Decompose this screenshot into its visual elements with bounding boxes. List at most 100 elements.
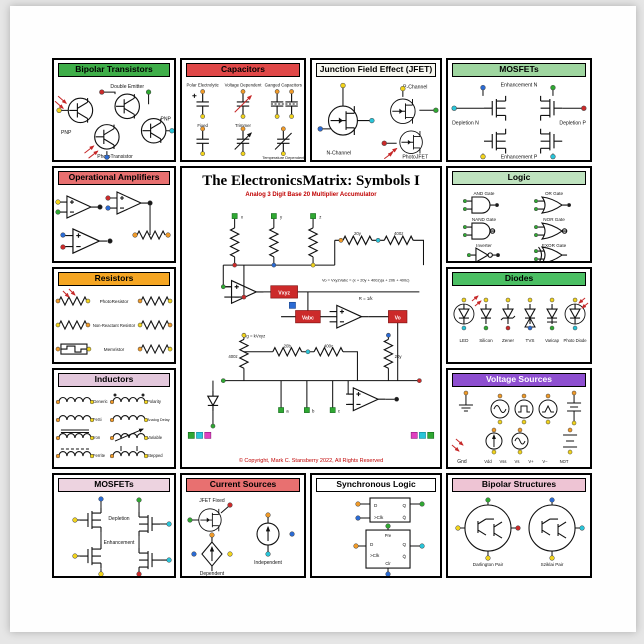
input-squares-abc: a b c	[278, 407, 341, 414]
vplus-label: V+	[528, 459, 534, 464]
nor-gate-label: NOR Gate	[543, 217, 565, 222]
photojfet-symbol	[399, 130, 423, 154]
current-sources-header: Current Sources	[186, 478, 300, 492]
wires	[459, 501, 581, 556]
rg-equation: Rg = kVxyz	[243, 333, 265, 338]
res-400z-label-2: 400z	[228, 354, 237, 359]
terminal-dots	[353, 501, 425, 576]
resistor-symbol	[140, 296, 170, 306]
terminal-dots	[461, 297, 578, 331]
ground-symbol	[458, 394, 473, 412]
analog-delay-inductor-symbol	[112, 414, 146, 421]
panel-mosfets-bottom: MOSFETs Depletion Enhancement	[52, 473, 176, 578]
inductors-diagram: Generic Polarity FeSi Analog Delay Iron …	[55, 393, 170, 459]
input-c-label: c	[338, 409, 341, 414]
terminal-dots	[463, 390, 577, 455]
source-symbols	[485, 394, 582, 450]
r-equation: R = 1/k	[359, 296, 374, 301]
terminal-dots	[55, 399, 149, 459]
generic-label: Generic	[93, 399, 108, 404]
bipolar-structures-diagram: Darlington Pair Sziklai Pair	[455, 497, 585, 567]
capacitors-title: Capacitors	[221, 64, 265, 74]
voltage-sources-header: Voltage Sources	[452, 373, 586, 387]
or-gate-symbol	[537, 196, 568, 214]
cell-symbol	[563, 434, 578, 448]
nor-gate-symbol	[537, 222, 568, 240]
ff2-clr-label: Clr	[385, 561, 391, 566]
enhancement-p-label: Enhancement P	[501, 155, 538, 160]
mosfet-symbols	[483, 95, 563, 154]
varicap-label: Varicap	[545, 338, 560, 343]
panel-diodes: Diodes	[446, 267, 592, 364]
transistor-symbols	[67, 93, 167, 150]
res-20y-label-2: 20y	[395, 354, 403, 359]
capacitor-symbols-row1	[192, 93, 299, 115]
ferrite-label: Ferrite	[93, 453, 106, 458]
generic-inductor-symbol	[58, 396, 92, 403]
res-20y-label: 20y	[354, 231, 362, 236]
bipolar-transistors-title: Bipolar Transistors	[75, 64, 153, 74]
sync-logic-title: Synchronous Logic	[336, 479, 416, 489]
input-squares-xyz: x y z	[231, 213, 321, 220]
nand-gate-symbol	[466, 222, 496, 240]
dependent-label: Dependent	[200, 571, 225, 576]
main-equation: Vo = VxyzVabc = (x + 20y + 400z)(a + 20b…	[322, 278, 410, 283]
p-channel-label: P-Channel	[403, 84, 427, 90]
and-gate-symbol	[466, 196, 496, 214]
jfet-body: P-Channel N-Channel PhotoJFET	[312, 79, 440, 160]
panel-inductors: Inductors Generic Polarity FeSi Analog D…	[52, 368, 176, 469]
polar-capacitor-symbol	[195, 93, 210, 115]
opamp-symbol-1	[59, 195, 99, 219]
resistors-diagram: PhotoResistor Non-Reactant Resistor Memr…	[55, 288, 173, 355]
mosfets-bottom-header: MOSFETs	[58, 478, 170, 492]
diodes-title: Diodes	[504, 273, 534, 283]
mosfets-top-header: MOSFETs	[452, 63, 586, 77]
photojfet-label: PhotoJFET	[402, 155, 429, 160]
panel-jfet: Junction Field Effect (JFET) P-Channel N…	[310, 58, 442, 162]
battery-symbol	[567, 394, 582, 421]
and-gate-label: AND Gate	[473, 191, 494, 196]
res-20b-label: 20b	[284, 344, 292, 349]
polarity-label: Polarity	[147, 399, 162, 404]
independent-source-symbol	[256, 516, 280, 552]
fesi-label: FeSi	[93, 417, 102, 422]
photoresistor-label: PhotoResistor	[100, 299, 129, 304]
bipolar-transistors-body: Double Emitter PNP PNP	[54, 79, 174, 160]
vabc-node-box	[295, 310, 321, 324]
polarity-inductor-symbol	[112, 396, 146, 403]
depletion-n-mosfet-symbol	[483, 95, 507, 122]
polar-electrolytic-label: Polar Electrolytic	[187, 82, 220, 87]
panel-sync-logic: Synchronous Logic D Q >Clk Q̄ Pre D Q >C…	[310, 473, 442, 578]
op-amps-title: Operational Amplifiers	[68, 172, 160, 182]
mosfets-top-title: MOSFETs	[499, 64, 539, 74]
voltage-sources-title: Voltage Sources	[486, 374, 552, 384]
ff2-clk-label: >Clk	[370, 553, 380, 558]
panel-voltage-sources: Voltage Sources	[446, 368, 592, 469]
mosfets-top-body: Enhancement N Depletion N Depletion P En…	[448, 79, 590, 160]
vs-label: Vs	[515, 459, 520, 464]
iron-inductor-symbol	[58, 432, 92, 439]
ff1-qbar-label: Q̄	[402, 514, 406, 520]
logic-header: Logic	[452, 171, 586, 185]
depletion-mosfet-symbol-2	[138, 511, 161, 537]
iron-label: Iron	[93, 435, 101, 440]
terminal-dots	[55, 298, 173, 352]
vxyz-node-box	[270, 285, 298, 299]
terminal-dots	[56, 89, 174, 160]
center-schematic-area: x y z 20y 400z 20b 400c 400z 20y	[182, 198, 440, 456]
trimmer-label: Trimmer	[235, 123, 252, 128]
res-400c-label: 400c	[324, 344, 334, 349]
vdd-label: Vdd	[484, 459, 492, 464]
resistors-title: Resistors	[94, 273, 134, 283]
silicon-diode-symbol	[480, 303, 492, 325]
copyright-text: © Copyright, Mark C. Stansberry 2022, Al…	[238, 458, 384, 464]
sync-logic-diagram: D Q >Clk Q̄ Pre D Q >Clk Q̄ Clr	[353, 497, 425, 576]
inductors-body: Generic Polarity FeSi Analog Delay Iron …	[54, 389, 174, 467]
photo-diode-symbol	[569, 303, 581, 325]
ff1-q-label: Q	[402, 503, 406, 508]
vs-square	[289, 301, 296, 309]
enhancement-label: Enhancement	[104, 540, 135, 546]
input-a-label: a	[286, 409, 289, 414]
logic-title: Logic	[507, 172, 531, 182]
capacitors-diagram: Polar Electrolytic Voltage Dependent Gan…	[187, 82, 304, 159]
